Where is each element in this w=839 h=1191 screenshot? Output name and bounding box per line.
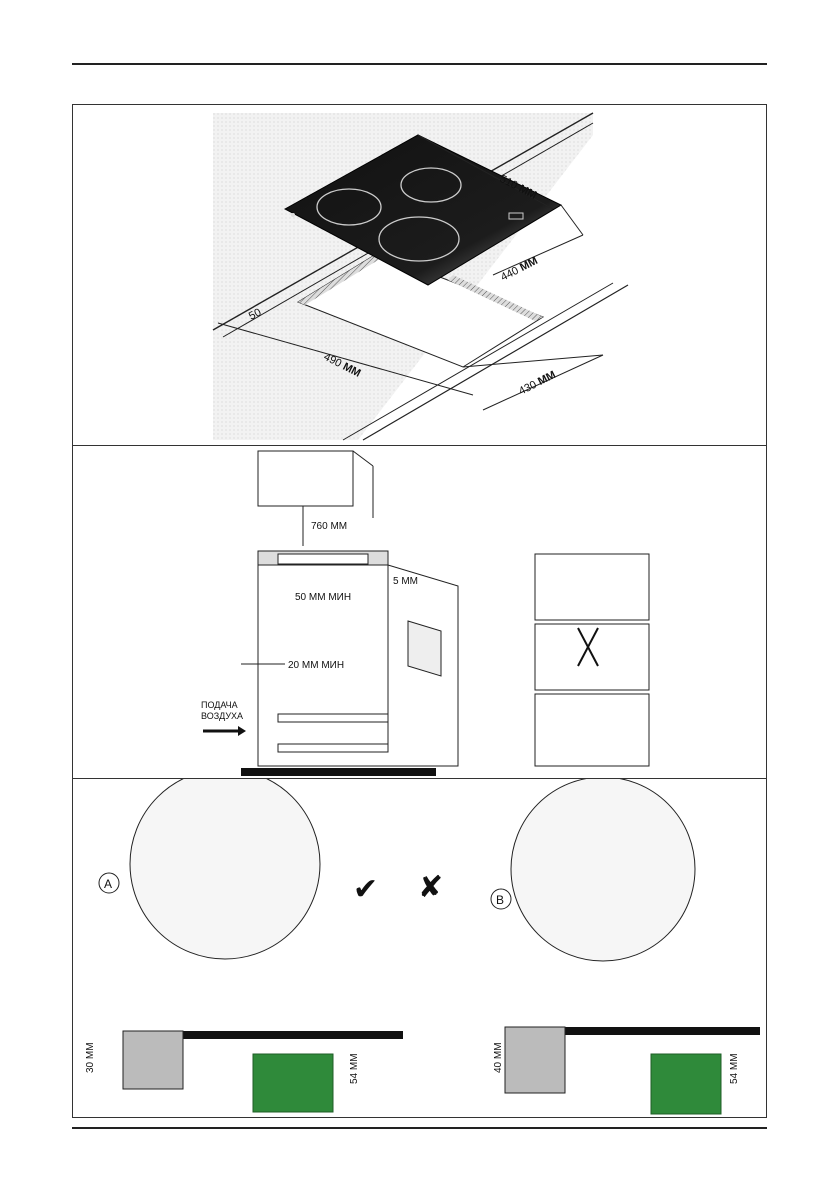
depth-a-label: 54 ММ xyxy=(349,1053,360,1084)
hob-unit-a xyxy=(252,1053,334,1113)
variant-b-icon xyxy=(490,888,512,910)
mounting-diagram: A B ✔ ✘ 30 ММ 54 ММ 40 ММ 54 ММ xyxy=(85,779,760,1115)
worktop-section-a xyxy=(122,1030,184,1090)
floor xyxy=(241,768,436,776)
variant-b-label: B xyxy=(496,893,504,907)
clearance-above-label: 760 ММ xyxy=(311,521,347,532)
dim-depth-top: 440 ММ xyxy=(499,255,540,284)
variant-a-label: A xyxy=(104,877,112,891)
cutout-diagram: 510 ММ 440 ММ 490 ММ 430 ММ 50 xyxy=(212,112,629,441)
air-supply-label-1: ПОДАЧА xyxy=(201,700,238,710)
footer-rule xyxy=(72,1127,767,1129)
dim-cutout-depth: 430 ММ xyxy=(517,369,558,398)
burner-icon xyxy=(378,216,460,262)
burner-icon xyxy=(400,167,462,203)
wall-cabinet xyxy=(257,450,354,507)
screwdriver-check-icon: ✔ xyxy=(353,873,378,906)
dim-edge-offset: 50 xyxy=(247,306,263,322)
panel-ventilation: 760 ММ 5 ММ 50 ММ МИН 20 ММ МИН ПОДАЧА В… xyxy=(72,445,767,779)
magnifier-left xyxy=(129,779,321,960)
panel-cutout-dimensions: 510 ММ 440 ММ 490 ММ 430 ММ 50 xyxy=(72,104,767,446)
ventilation-diagram: 760 ММ 5 ММ 50 ММ МИН 20 ММ МИН ПОДАЧА В… xyxy=(201,450,650,776)
thickness-b-label: 40 ММ xyxy=(493,1042,504,1073)
header-rule xyxy=(72,63,767,65)
thickness-a-label: 30 ММ xyxy=(85,1042,96,1073)
depth-b-label: 54 ММ xyxy=(729,1053,740,1084)
detail-correct-1 xyxy=(534,553,650,621)
burner-icon xyxy=(316,188,382,226)
drill-forbidden-icon: ✘ xyxy=(418,871,443,904)
detail-wrong xyxy=(534,623,650,691)
gap-top-label: 50 ММ МИН xyxy=(295,592,351,603)
panel-mounting: A B ✔ ✘ 30 ММ 54 ММ 40 ММ 54 ММ xyxy=(72,778,767,1118)
worktop-section-b xyxy=(504,1026,566,1094)
gap-side-label: 20 ММ МИН xyxy=(288,660,344,671)
variant-a-icon xyxy=(98,872,120,894)
gap-edge-label: 5 ММ xyxy=(393,576,418,587)
hob-unit-b xyxy=(650,1053,722,1115)
oven-window xyxy=(407,620,442,677)
detail-correct-2 xyxy=(534,693,650,767)
air-supply-label-2: ВОЗДУХА xyxy=(201,711,243,721)
magnifier-right xyxy=(510,779,696,962)
